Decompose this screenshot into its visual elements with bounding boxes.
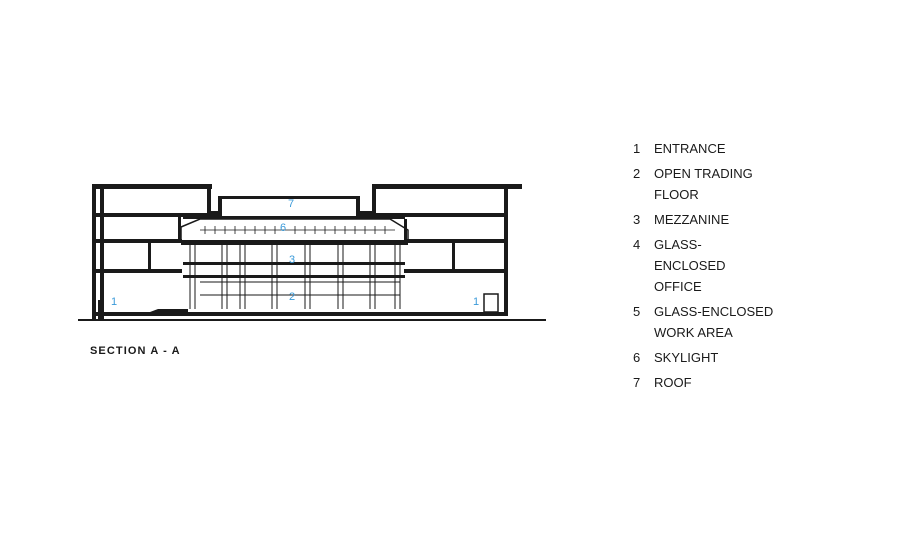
right-wing-roof-slab [372, 184, 522, 189]
legend-label: ROOF [654, 375, 692, 390]
legend-item-mezzanine: 3 MEZZANINE [633, 209, 833, 230]
legend-label: ENTRANCE [654, 141, 726, 156]
ground-floor-slab [96, 309, 505, 316]
legend-number: 7 [633, 375, 641, 390]
legend-number: 4 [633, 237, 641, 252]
legend-label: GLASS- ENCLOSED OFFICE [654, 237, 726, 294]
legend-number: 2 [633, 166, 641, 181]
legend-label: OPEN TRADING FLOOR [654, 166, 753, 202]
legend-item-skylight: 6 SKYLIGHT [633, 347, 833, 368]
column-colonnade [189, 245, 401, 309]
callout-entrance-right: 1 [473, 296, 479, 308]
callout-mezzanine: 3 [289, 254, 295, 266]
center-roof [210, 211, 218, 216]
legend-item-roof: 7 ROOF [633, 372, 833, 393]
skylight-balustrade [200, 226, 395, 234]
legend-label: SKYLIGHT [654, 350, 719, 365]
legend-label: MEZZANINE [654, 212, 730, 227]
legend-number: 1 [633, 141, 641, 156]
section-caption: SECTION A - A [90, 345, 181, 357]
callout-skylight: 6 [280, 222, 286, 234]
legend-number: 6 [633, 350, 641, 365]
legend-item-glass-office: 4 GLASS- ENCLOSED OFFICE [633, 234, 833, 297]
callout-entrance-left: 1 [111, 296, 117, 308]
legend-item-entrance: 1 ENTRANCE [633, 138, 833, 159]
legend-number: 3 [633, 212, 641, 227]
ground-line [78, 319, 546, 321]
callout-trading-floor: 2 [289, 291, 295, 303]
legend-label: GLASS-ENCLOSED WORK AREA [654, 304, 774, 340]
legend: 1 ENTRANCE 2 OPEN TRADING FLOOR 3 MEZZAN… [633, 138, 833, 397]
legend-item-trading-floor: 2 OPEN TRADING FLOOR [633, 163, 833, 205]
legend-item-glass-work-area: 5 GLASS-ENCLOSED WORK AREA [633, 301, 833, 343]
callout-roof: 7 [288, 198, 294, 210]
left-wing-roof-slab [92, 184, 212, 189]
legend-number: 5 [633, 304, 641, 319]
